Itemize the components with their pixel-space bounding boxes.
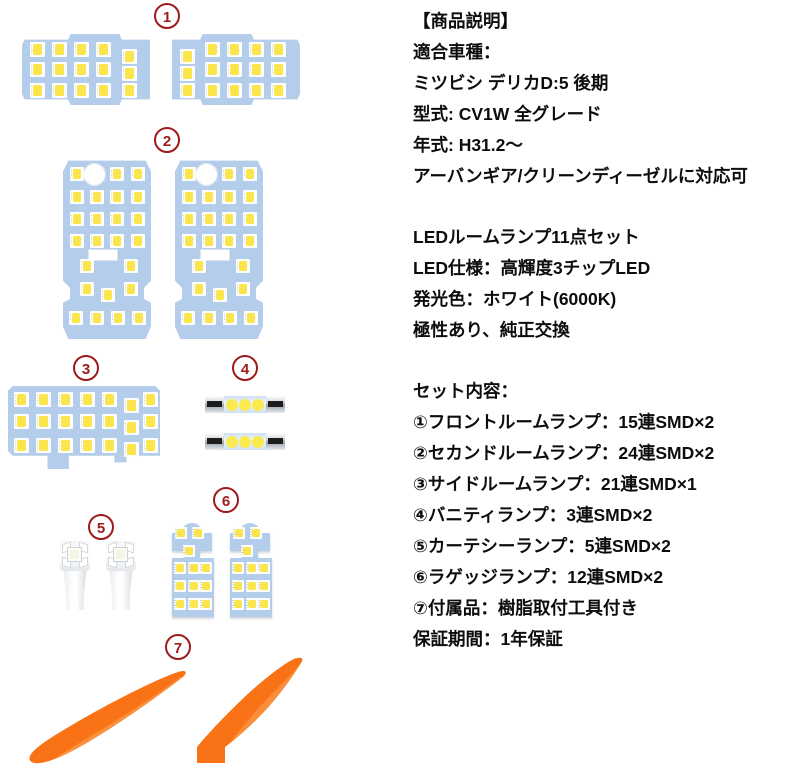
set-content-item-3: ③サイドルームランプ：21連SMD×1 (413, 474, 697, 494)
spacer-1 (413, 192, 800, 222)
part-5-courtesy-lamp-left (58, 538, 92, 610)
spacer-2 (413, 346, 800, 376)
set-content-item-5: ⑤カーテシーランプ：5連SMD×2 (413, 536, 671, 556)
set-content-item-6: ⑥ラゲッジランプ：12連SMD×2 (413, 567, 664, 587)
set-content-item-4: ④バニティランプ：3連SMD×2 (413, 505, 653, 525)
part-4-vanity-lamp-upper (205, 396, 297, 414)
set-content-item-7: ⑦付属品：樹脂取付工具付き (413, 598, 638, 618)
fitment-label: 適合車種： (413, 42, 501, 62)
spec-color: 発光色：ホワイト(6000K) (413, 289, 617, 309)
product-image-panel: 1 2 (0, 0, 400, 771)
warranty-period: 保証期間：1年保証 (413, 629, 563, 649)
marker-6: 6 (213, 487, 239, 513)
description-panel: 【商品説明】 適合車種： ミツビシ デリカD:5 後期 型式: CV1W 全グレ… (400, 0, 800, 771)
description-heading: 【商品説明】 (413, 11, 518, 31)
fitment-vehicle: ミツビシ デリカD:5 後期 (413, 73, 609, 93)
model-year: 年式: H31.2〜 (413, 135, 523, 155)
marker-1: 1 (154, 3, 180, 29)
marker-7: 7 (165, 634, 191, 660)
spec-set: LEDルームランプ11点セット (413, 227, 640, 247)
set-content-item-1: ①フロントルームランプ：15連SMD×2 (413, 412, 715, 432)
marker-3: 3 (73, 355, 99, 381)
spec-polarity: 極性あり、純正交換 (413, 320, 570, 340)
part-4-vanity-lamp-lower (205, 433, 297, 451)
marker-4: 4 (232, 355, 258, 381)
part-7-pry-tool-right (175, 655, 335, 775)
part-7-pry-tool-left (20, 665, 200, 775)
marker-2: 2 (154, 127, 180, 153)
part-5-courtesy-lamp-right (104, 538, 138, 610)
set-contents-label: セット内容： (413, 381, 518, 401)
marker-5: 5 (88, 514, 114, 540)
spec-led: LED仕様：高輝度3チップLED (413, 258, 651, 278)
grade-note: アーバンギア/クリーンディーゼルに対応可 (413, 166, 748, 186)
model-code: 型式: CV1W 全グレード (413, 104, 602, 124)
set-content-item-2: ②セカンドルームランプ：24連SMD×2 (413, 443, 715, 463)
